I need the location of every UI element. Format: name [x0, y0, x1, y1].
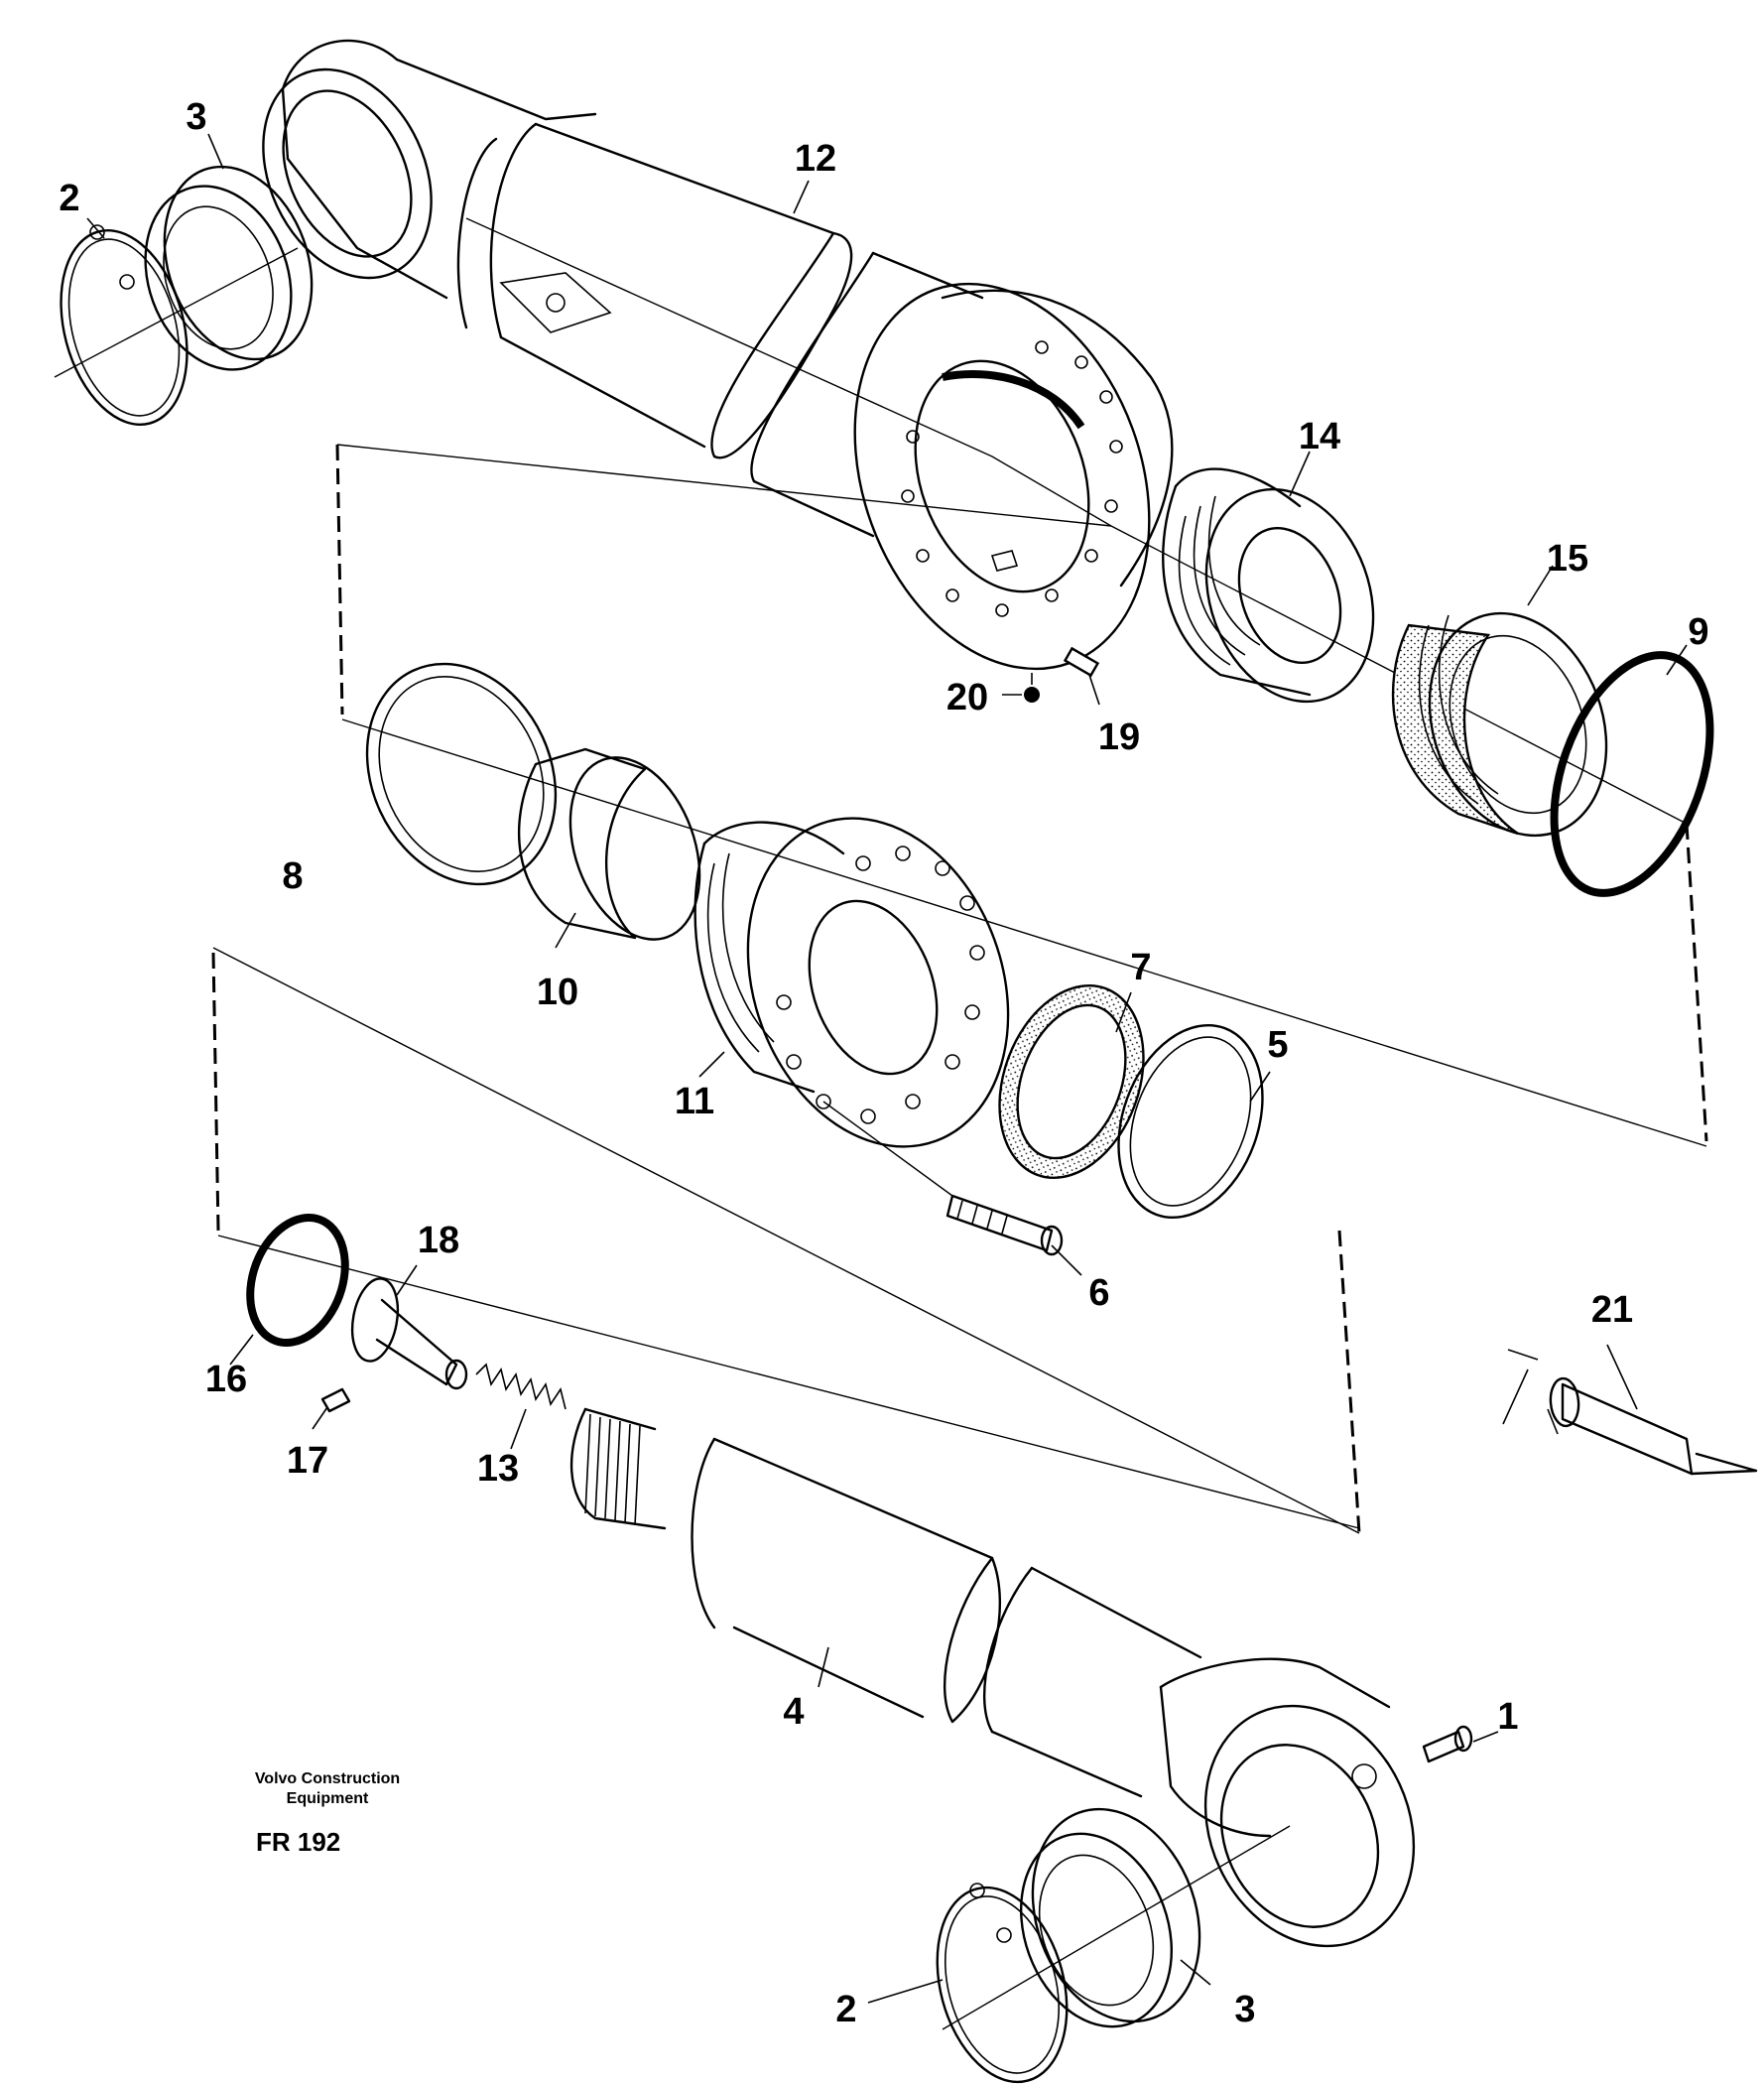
- circlip-bottom: [936, 1883, 1069, 2084]
- spring-13: [475, 1363, 567, 1410]
- callout-20: 20: [945, 677, 989, 718]
- piston: [1162, 467, 1375, 704]
- set-screw: [1024, 646, 1100, 703]
- callout-6: 6: [1088, 1272, 1110, 1314]
- grease-nipple: [1422, 1725, 1473, 1763]
- figure-reference: FR 192: [256, 1827, 341, 1857]
- circlip-top: [60, 224, 189, 427]
- callout-8: 8: [282, 855, 304, 897]
- cylinder-tube: [262, 39, 1174, 671]
- grease-tool: [1502, 1349, 1758, 1476]
- callout-18: 18: [417, 1220, 460, 1261]
- callout-14: 14: [1298, 416, 1341, 457]
- o-ring-16: [246, 1214, 349, 1347]
- cylinder-head: [693, 817, 1010, 1148]
- screw-6: [945, 1194, 1064, 1256]
- callout-3-top: 3: [186, 96, 207, 138]
- callout-19: 19: [1097, 716, 1141, 758]
- callout-2-bottom: 2: [835, 1989, 857, 2030]
- bearing-bottom: [1019, 1807, 1201, 2028]
- seal-ring-8: [365, 662, 558, 886]
- callout-5: 5: [1267, 1024, 1289, 1066]
- callout-4: 4: [783, 1691, 805, 1733]
- callout-1: 1: [1497, 1696, 1519, 1738]
- callout-16: 16: [204, 1359, 248, 1400]
- callout-7: 7: [1130, 947, 1152, 988]
- callout-15: 15: [1546, 538, 1589, 580]
- credit-line-1: Volvo Construction: [254, 1770, 401, 1787]
- callout-17: 17: [286, 1440, 329, 1482]
- callout-10: 10: [536, 972, 579, 1013]
- seal-kit: [1391, 611, 1608, 838]
- bearing-top: [144, 165, 314, 371]
- ring-5: [1117, 1023, 1264, 1220]
- manufacturer-credit: Volvo Construction Equipment: [218, 1769, 437, 1809]
- wiper-7: [998, 983, 1145, 1180]
- callout-9: 9: [1688, 611, 1709, 653]
- callout-13: 13: [476, 1448, 520, 1490]
- callout-2-top: 2: [59, 178, 80, 219]
- leader-lines: [86, 133, 1688, 2004]
- bushing-10: [518, 747, 701, 941]
- credit-line-2: Equipment: [286, 1790, 369, 1807]
- callout-12: 12: [794, 138, 837, 180]
- piston-rod: [569, 1407, 1416, 1948]
- ring-9: [1550, 651, 1714, 897]
- valve-18: [350, 1277, 468, 1390]
- callout-11: 11: [674, 1081, 715, 1122]
- callout-3-bottom: 3: [1234, 1989, 1256, 2030]
- callout-21: 21: [1590, 1289, 1634, 1331]
